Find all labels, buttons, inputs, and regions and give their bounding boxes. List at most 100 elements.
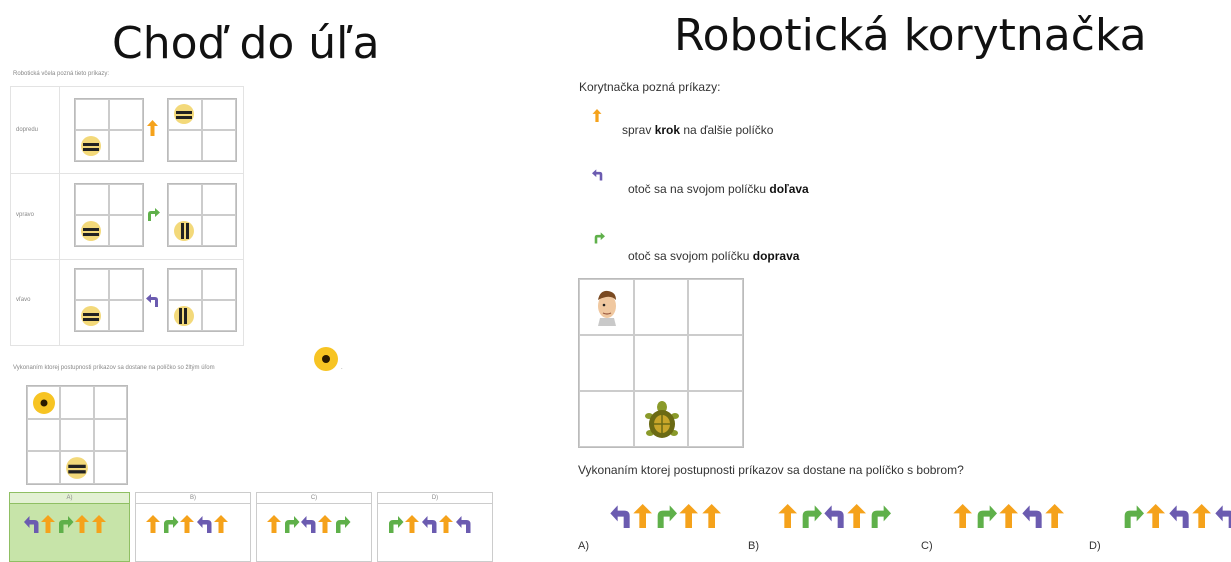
bee-option-d[interactable]: D) [377, 492, 493, 562]
option-label: B) [748, 540, 759, 552]
arrow-up-icon [1146, 504, 1165, 528]
command-sequence [1123, 504, 1231, 528]
option-label: D) [1089, 540, 1101, 552]
bee-option-a[interactable]: A) [9, 492, 130, 562]
arrow-right-icon [336, 516, 351, 533]
bee-icon [80, 220, 102, 247]
arrow-up-icon [778, 504, 797, 528]
left-question: Vykonaním ktorej postupnosti príkazov sa… [13, 365, 215, 371]
arrow-up-icon [146, 515, 160, 533]
command-sequence [267, 515, 351, 533]
bee-icon [173, 220, 195, 247]
arrow-right-icon [657, 505, 677, 528]
arrow-left-turn-icon [592, 168, 604, 186]
right-intro: Korytnačka pozná príkazy: [579, 80, 721, 94]
arrow-up-icon [75, 515, 89, 533]
arrow-right-icon [389, 516, 404, 533]
bee-puzzle-grid [26, 385, 128, 485]
command-sequence [610, 504, 724, 528]
arrow-right-turn-icon [146, 207, 160, 226]
bee-before-grid [74, 268, 144, 332]
hive-icon [32, 391, 56, 420]
bee-icon [80, 305, 102, 332]
arrow-up-icon [405, 515, 419, 533]
option-label: C) [257, 493, 371, 504]
arrow-up-icon [41, 515, 55, 533]
bee-icon [65, 456, 89, 485]
bee-before-grid [74, 98, 144, 162]
bee-icon [173, 103, 195, 130]
arrow-up-icon [147, 120, 158, 141]
arrow-up-icon [180, 515, 194, 533]
arrow-right-turn-icon [593, 231, 605, 249]
turtle-option-b[interactable]: B) [748, 498, 891, 558]
arrow-left-icon [24, 516, 39, 533]
arrow-right-icon [802, 505, 822, 528]
arrow-up-icon [439, 515, 453, 533]
turtle-option-c[interactable]: C) [921, 498, 1064, 558]
option-label: A) [10, 493, 129, 504]
arrow-left-turn-icon [146, 293, 160, 312]
arrow-right-icon [1124, 505, 1144, 528]
arrow-up-icon [953, 504, 972, 528]
bee-option-c[interactable]: C) [256, 492, 372, 562]
command-step-text: sprav krok na ďalšie políčko [622, 123, 774, 137]
arrow-right-icon [59, 516, 74, 533]
command-sequence [778, 504, 892, 528]
arrow-left-icon [1169, 505, 1189, 528]
hive-icon [313, 346, 339, 377]
arrow-left-icon [456, 516, 471, 533]
arrow-left-icon [422, 516, 437, 533]
turtle-puzzle-grid [578, 278, 744, 448]
turtle-option-a[interactable]: A) [578, 498, 721, 558]
option-label: C) [921, 540, 933, 552]
bee-option-b[interactable]: B) [135, 492, 251, 562]
option-label: B) [136, 493, 250, 504]
arrow-up-icon [267, 515, 281, 533]
arrow-up-icon [214, 515, 228, 533]
arrow-up-icon [592, 109, 602, 127]
arrow-up-icon [679, 504, 698, 528]
arrow-up-icon [847, 504, 866, 528]
bee-commands-table [10, 86, 244, 346]
left-title: Choď do úľa [112, 18, 380, 69]
command-sequence [24, 515, 108, 533]
arrow-left-icon [301, 516, 316, 533]
arrow-up-icon [318, 515, 332, 533]
bee-after-grid [167, 183, 237, 247]
command-sequence [388, 515, 472, 533]
arrow-right-icon [164, 516, 179, 533]
arrow-left-icon [197, 516, 212, 533]
command-sequence [953, 504, 1067, 528]
arrow-left-icon [1022, 505, 1042, 528]
arrow-up-icon [633, 504, 652, 528]
bee-icon [80, 135, 102, 162]
right-title: Robotická korytnačka [674, 10, 1147, 61]
arrow-up-icon [1192, 504, 1211, 528]
bee-after-grid [167, 268, 237, 332]
bee-after-grid [167, 98, 237, 162]
cmd-label-forward: dopredu [16, 127, 39, 133]
option-label: D) [378, 493, 492, 504]
bee-before-grid [74, 183, 144, 247]
right-question: Vykonaním ktorej postupnosti príkazov sa… [578, 463, 964, 477]
arrow-right-icon [977, 505, 997, 528]
left-intro: Robotická včela pozná tieto príkazy: [13, 71, 110, 77]
arrow-left-icon [610, 505, 630, 528]
cmd-label-right: vpravo [16, 212, 35, 218]
cmd-label-left: vľavo [16, 297, 31, 303]
option-label: A) [578, 540, 589, 552]
arrow-left-icon [824, 505, 844, 528]
arrow-up-icon [999, 504, 1018, 528]
turtle-option-d[interactable]: D) [1089, 498, 1231, 558]
command-turn-right-text: otoč sa svojom políčku doprava [628, 249, 800, 263]
arrow-up-icon [92, 515, 106, 533]
arrow-up-icon [702, 504, 721, 528]
beaver-icon [594, 288, 620, 331]
arrow-right-icon [871, 505, 891, 528]
arrow-right-icon [285, 516, 300, 533]
bee-icon [173, 305, 195, 332]
command-sequence [146, 515, 230, 533]
command-turn-left-text: otoč sa na svojom políčku doľava [628, 182, 809, 196]
turtle-icon [643, 400, 681, 447]
